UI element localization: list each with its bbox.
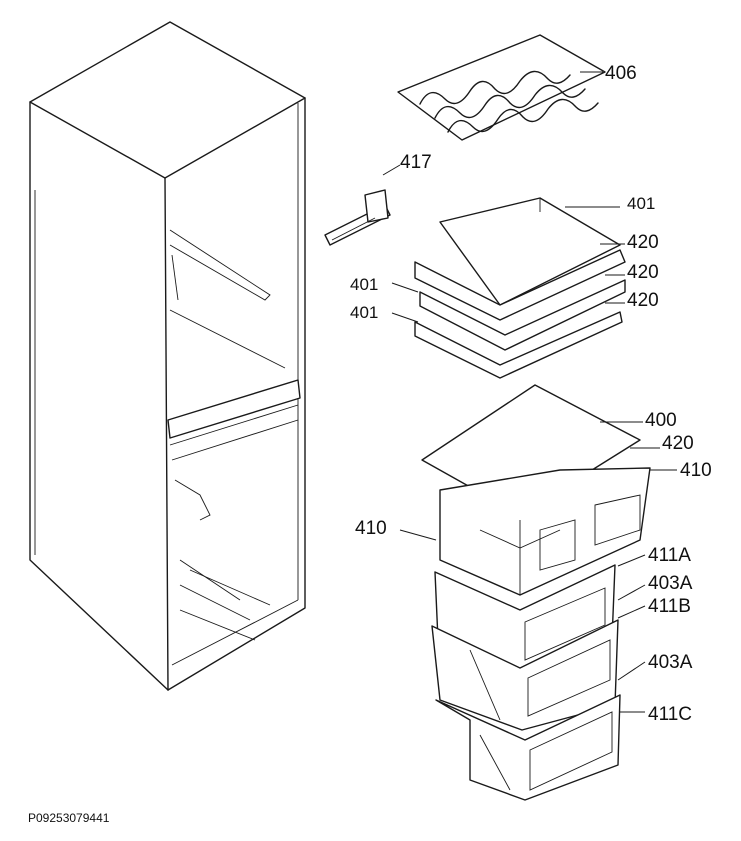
label-403A-b: 403A <box>648 652 693 673</box>
label-410-right: 410 <box>680 460 712 481</box>
label-411B: 411B <box>648 596 691 617</box>
label-411A: 411A <box>648 545 691 566</box>
label-411C: 411C <box>648 704 692 725</box>
leader-lines <box>382 71 677 713</box>
fridge-cabinet <box>29 21 306 691</box>
document-code: P09253079441 <box>28 811 110 825</box>
label-401-mid: 401 <box>350 275 378 294</box>
label-400: 400 <box>645 410 677 431</box>
label-401-top: 401 <box>627 194 655 213</box>
label-420-d: 420 <box>662 433 694 454</box>
label-410-left: 410 <box>355 518 387 539</box>
label-420-c: 420 <box>627 290 659 311</box>
bracket-417 <box>324 189 391 246</box>
label-406: 406 <box>605 63 637 84</box>
glass-shelves <box>414 197 626 379</box>
wine-rack-406 <box>397 34 606 141</box>
drawer-stack <box>431 467 651 801</box>
label-420-b: 420 <box>627 262 659 283</box>
label-420-a: 420 <box>627 232 659 253</box>
label-401-low: 401 <box>350 303 378 322</box>
part-labels: 406 417 401 420 420 420 401 401 400 420 … <box>28 63 712 825</box>
label-417: 417 <box>400 152 432 173</box>
label-403A-a: 403A <box>648 573 693 594</box>
